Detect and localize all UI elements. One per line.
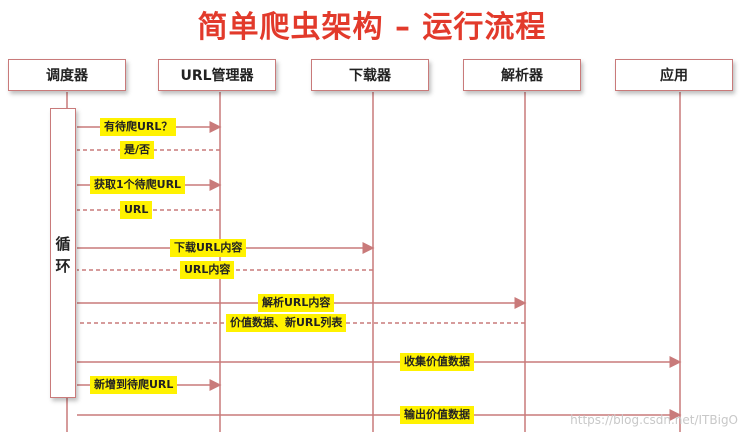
actor-downloader: 下载器 [311,59,429,91]
message-label-7: 解析URL内容 [258,294,335,312]
message-label-6: URL内容 [180,261,235,279]
loop-label: 循 环 [52,233,74,277]
loop-box [50,108,76,398]
loop-label-char-1: 循 [55,235,71,253]
message-label-4: URL [120,201,153,219]
actor-parser: 解析器 [463,59,581,91]
message-label-1: 有待爬URL？ [100,118,177,136]
message-label-11: 输出价值数据 [400,406,474,424]
actor-url-manager: URL管理器 [158,59,276,91]
actor-scheduler: 调度器 [8,59,126,91]
diagram-title: 简单爬虫架构 – 运行流程 [197,10,547,45]
message-label-9: 收集价值数据 [400,353,474,371]
loop-label-char-2: 环 [55,257,71,275]
message-label-2: 是/否 [120,141,155,159]
message-label-3: 获取1个待爬URL [90,176,186,194]
actor-application: 应用 [615,59,733,91]
message-label-8: 价值数据、新URL列表 [226,314,347,332]
watermark: https://blog.csdn.net/ITBigO [570,413,738,427]
message-label-5: 下载URL内容 [170,239,247,257]
message-label-10: 新增到待爬URL [90,376,178,394]
